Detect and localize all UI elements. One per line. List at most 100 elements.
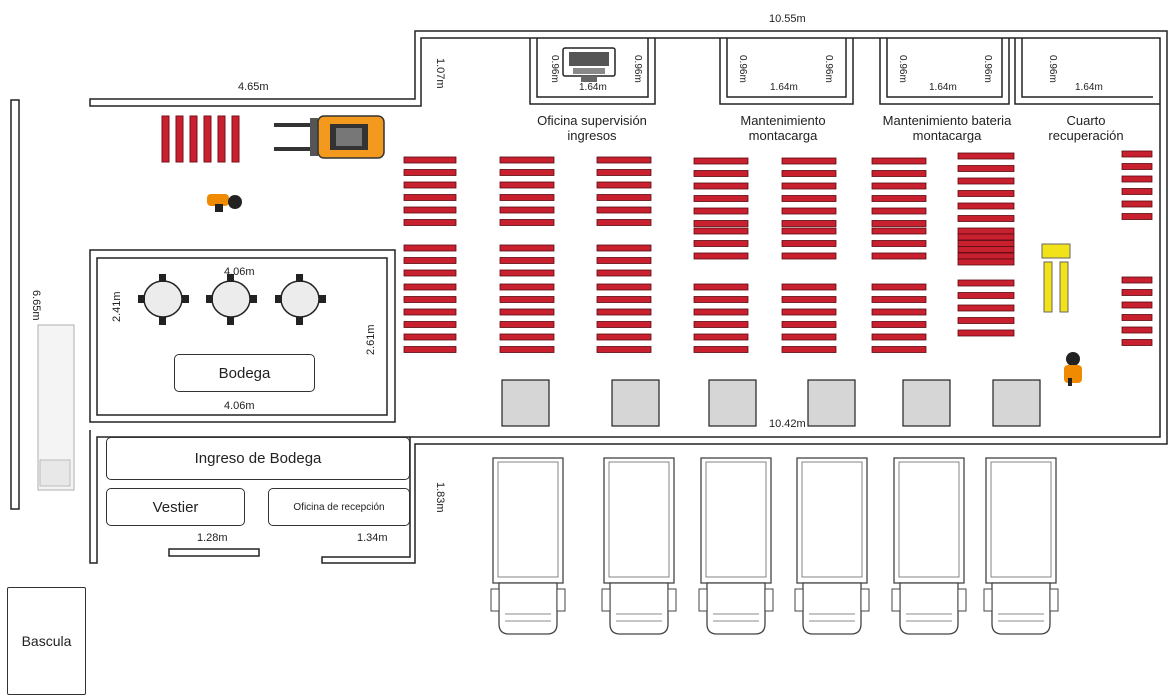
rack [596, 333, 652, 341]
dim-bottom-wall: 10.42m [769, 418, 806, 430]
rack [499, 269, 555, 277]
dim-office2-width: 1.64m [770, 82, 798, 93]
rack [499, 244, 555, 252]
room-supervision-title: Oficina supervisión ingresos [537, 113, 647, 143]
rack [871, 321, 927, 328]
rack [499, 308, 555, 316]
rack [781, 308, 837, 316]
rack [781, 182, 837, 190]
rack [499, 333, 555, 341]
rack [871, 227, 927, 235]
rack [693, 207, 749, 215]
rack [781, 333, 837, 341]
rack [1121, 213, 1153, 220]
rack [596, 194, 652, 201]
rack [871, 308, 927, 316]
pallet-jack-icon [1041, 243, 1071, 313]
truck-icon [794, 457, 870, 635]
rack [871, 157, 927, 165]
bodega-label: Bodega [174, 354, 315, 392]
rack [1121, 289, 1153, 296]
office-dimensions: 0.96m 0.96m 1.64m 0.96m 0.96m 1.64m 0.96… [549, 55, 1103, 93]
rack [693, 321, 749, 328]
computer-icon [562, 47, 616, 82]
rack [871, 240, 927, 247]
rack [871, 182, 927, 190]
dim-office3-right: 0.96m [982, 55, 993, 83]
rack [596, 219, 652, 226]
rack [781, 321, 837, 328]
rack [957, 202, 1015, 210]
rack [957, 177, 1015, 185]
rack [596, 308, 652, 316]
dim-dock-height: 1.83m [434, 482, 446, 513]
rack [693, 220, 749, 227]
rack [781, 227, 837, 235]
room-mant-montacarga-title: Mantenimiento montacarga [740, 113, 826, 143]
dim-left-height: 6.65m [30, 290, 42, 321]
bascula-label: Bascula [7, 587, 86, 695]
rack [596, 257, 652, 264]
rack [957, 233, 1015, 241]
rack [693, 240, 749, 247]
rack [871, 207, 927, 215]
dim-office3-width: 1.64m [929, 82, 957, 93]
dim-office4-left: 0.96m [1047, 55, 1058, 83]
pillar [37, 324, 75, 491]
rack [596, 156, 652, 164]
tables [138, 274, 326, 325]
rack [693, 227, 749, 235]
round-table-icon [138, 274, 189, 325]
rack [403, 181, 457, 189]
rack [1121, 314, 1153, 321]
rack [871, 283, 927, 291]
dock-door [708, 379, 757, 427]
rack [499, 346, 555, 353]
rack [871, 195, 927, 202]
rack [871, 346, 927, 353]
rack [693, 296, 749, 303]
rack [403, 257, 457, 264]
rack [1121, 175, 1153, 183]
dim-vestier-door: 1.28m [197, 532, 228, 544]
rack [781, 283, 837, 291]
rack [403, 333, 457, 341]
room-cuarto-title: Cuarto recuperación [1048, 113, 1124, 143]
dim-office1-width: 1.64m [579, 82, 607, 93]
rack [693, 346, 749, 353]
rack [957, 246, 1015, 253]
rack [403, 244, 457, 252]
ingreso-bodega-label: Ingreso de Bodega [106, 437, 410, 480]
rack [957, 165, 1015, 172]
rack [957, 292, 1015, 299]
rack [1121, 276, 1153, 284]
dock-doors [501, 379, 1041, 427]
rack [693, 195, 749, 202]
rack [596, 269, 652, 277]
rack [781, 252, 837, 260]
rack [596, 296, 652, 303]
rack [781, 240, 837, 247]
rack [403, 156, 457, 164]
rack [403, 283, 457, 291]
worker-icon [207, 194, 242, 212]
rack [499, 257, 555, 264]
forklift-icon [274, 115, 385, 159]
dock-door [992, 379, 1041, 427]
pallet-stack [161, 115, 240, 163]
rack [403, 321, 457, 328]
round-table-icon [275, 274, 326, 325]
rack [596, 181, 652, 189]
rack-area [403, 150, 1153, 353]
truck-icon [601, 457, 677, 635]
vestier-label: Vestier [106, 488, 245, 526]
rack [957, 329, 1015, 337]
rack [403, 219, 457, 226]
dim-office4-width: 1.64m [1075, 82, 1103, 93]
rack [1121, 301, 1153, 309]
rack [596, 346, 652, 353]
rack [1121, 150, 1153, 158]
rack [871, 220, 927, 227]
rack [596, 169, 652, 176]
dock-door [807, 379, 856, 427]
